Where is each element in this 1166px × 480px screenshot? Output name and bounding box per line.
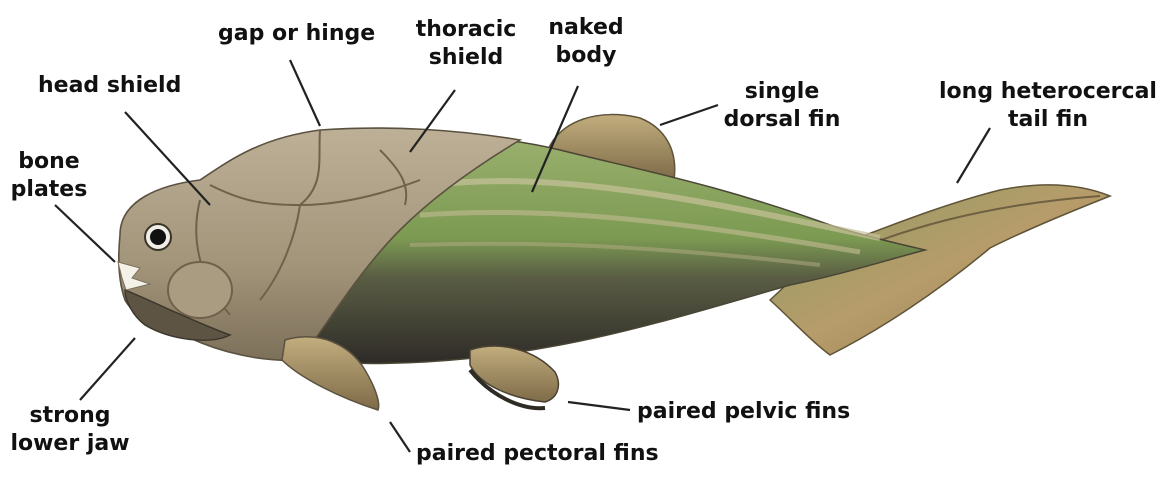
label-line: single [723,78,841,106]
leader-bone-plates [55,205,115,262]
label-line: body [546,42,626,70]
label-line: thoracic [413,16,519,44]
label-line: shield [413,44,519,72]
label-bone-plates: bone plates [6,148,92,204]
label-line: lower jaw [8,430,132,458]
label-line: long heterocercal [938,78,1158,106]
label-naked-body: naked body [546,14,626,70]
leader-gap-or-hinge [290,60,320,126]
leader-strong-lower-jaw [80,338,135,400]
label-thoracic-shield: thoracic shield [413,16,519,72]
label-text: head shield [38,72,181,100]
label-paired-pelvic-fins: paired pelvic fins [637,398,850,426]
label-line: bone [6,148,92,176]
label-gap-or-hinge: gap or hinge [218,20,375,48]
leader-paired-pelvic-fins [568,402,630,410]
pelvic-fin [470,346,558,402]
label-line: dorsal fin [723,106,841,134]
pupil [150,229,166,245]
label-line: naked [546,14,626,42]
label-tail-fin: long heterocercal tail fin [938,78,1158,134]
label-line: strong [8,402,132,430]
label-text: paired pectoral fins [416,440,659,468]
label-line: plates [6,176,92,204]
label-text: gap or hinge [218,20,375,48]
label-single-dorsal-fin: single dorsal fin [723,78,841,134]
cheek-plate [168,262,232,318]
leader-paired-pectoral-fins [390,422,410,452]
leader-tail-fin [957,128,990,183]
label-text: paired pelvic fins [637,398,850,426]
label-strong-lower-jaw: strong lower jaw [8,402,132,458]
label-paired-pectoral-fins: paired pectoral fins [416,440,659,468]
label-line: tail fin [938,106,1158,134]
label-head-shield: head shield [38,72,181,100]
leader-single-dorsal-fin [660,105,718,125]
